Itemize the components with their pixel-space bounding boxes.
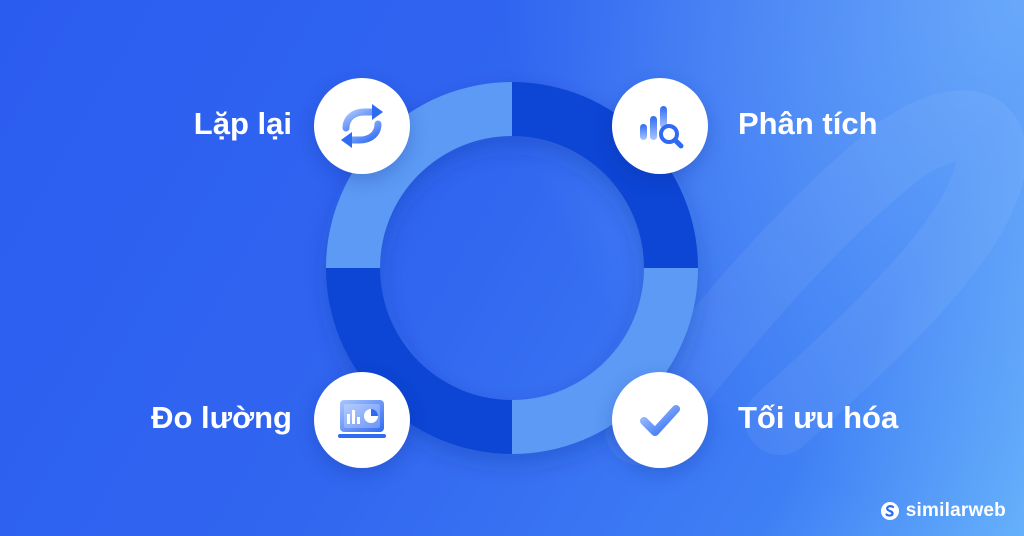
step-optimize-badge (612, 372, 708, 468)
step-analyze-badge (612, 78, 708, 174)
ring-segment-top-left (326, 82, 512, 268)
step-optimize-label: Tối ưu hóa (738, 400, 899, 435)
monitor-dashboard-icon (338, 400, 386, 438)
bar-chart-search-icon (640, 106, 684, 149)
step-repeat-badge (314, 78, 410, 174)
ring-segment-bottom-left (326, 268, 512, 454)
similarweb-logo-icon (880, 502, 899, 520)
ring-segment-bottom-right (512, 268, 698, 454)
step-measure-badge (314, 372, 410, 468)
checkmark-icon (640, 405, 680, 436)
ring-segment-top-right (512, 82, 698, 268)
step-repeat-label: Lặp lại (193, 106, 292, 141)
step-measure-label: Đo lường (151, 400, 292, 435)
brand-name: similarweb (905, 500, 1006, 521)
refresh-cycle-icon (341, 104, 383, 148)
brand-logo: similarweb (880, 500, 1006, 522)
step-analyze-label: Phân tích (738, 106, 878, 141)
